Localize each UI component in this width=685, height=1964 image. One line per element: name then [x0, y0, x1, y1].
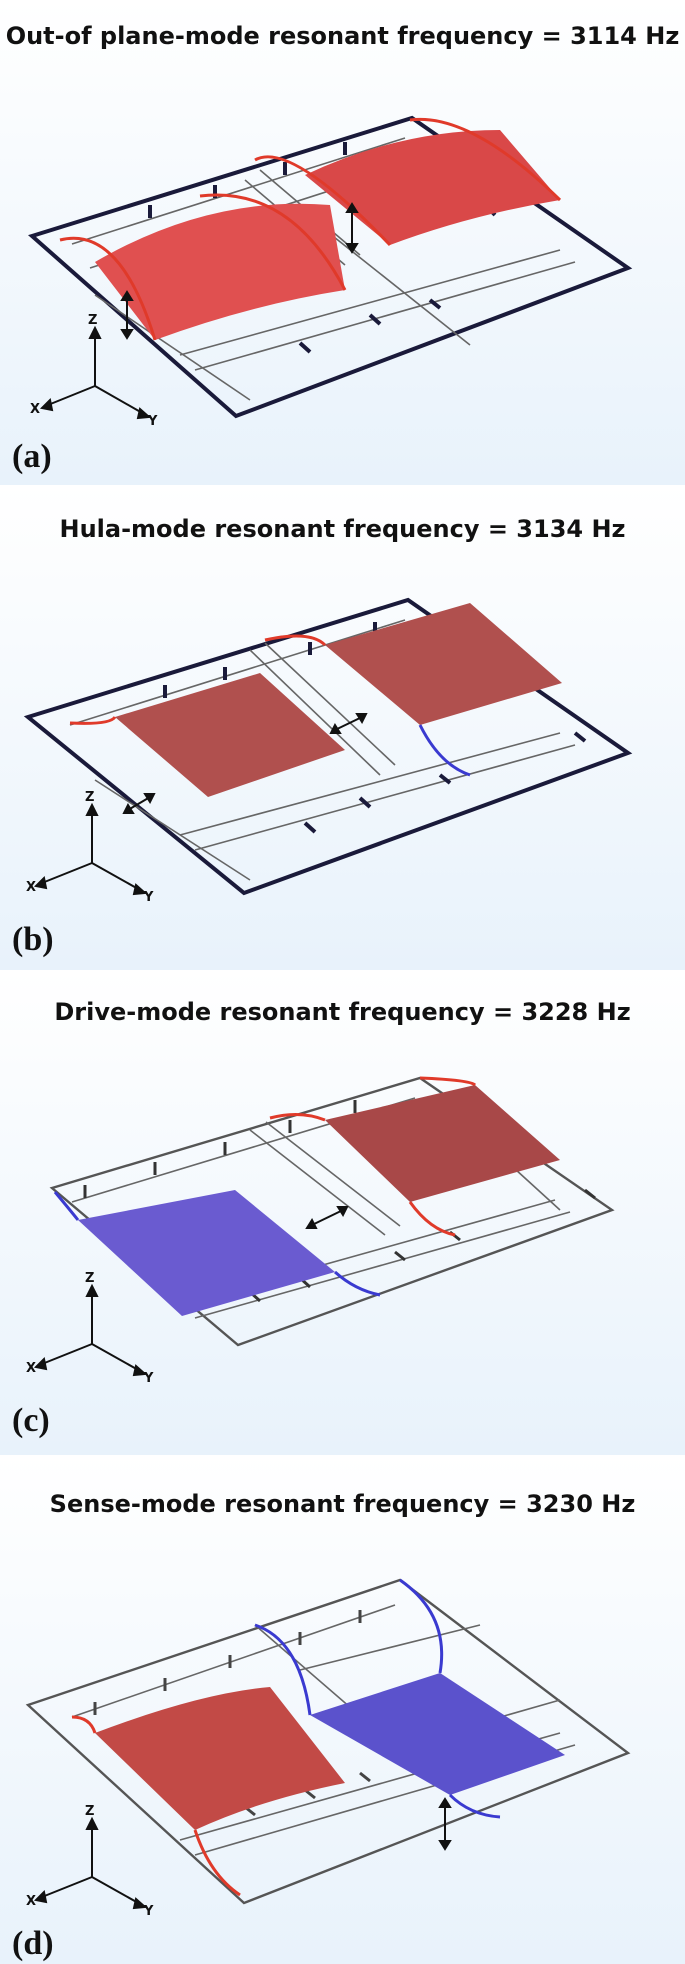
axis-y-label: Y	[143, 890, 154, 905]
right-spring-2	[418, 724, 471, 777]
left-mass-surface	[115, 673, 345, 797]
device-frame	[28, 115, 633, 419]
panel-title: Sense-mode resonant frequency = 3230 Hz	[49, 1490, 636, 1518]
panel-letter: (b)	[12, 921, 54, 958]
panel-letter: (d)	[12, 1925, 54, 1962]
right-spring	[254, 155, 392, 247]
right-spring	[264, 634, 327, 647]
panel-c: Drive-mode resonant frequency = 3228 Hz	[0, 970, 685, 1455]
left-spring	[69, 715, 117, 725]
right-mass-surface	[310, 1673, 565, 1795]
left-proof-mass	[69, 673, 345, 797]
right-mass-surface	[325, 1085, 560, 1202]
left-spring	[59, 236, 157, 341]
panel-background	[0, 485, 685, 970]
axis-x-label: X	[26, 880, 36, 895]
right-spring-3	[448, 1793, 501, 1819]
mems-gyroscope-diagram: Z X Y	[23, 597, 633, 905]
axis-triad	[33, 1283, 148, 1377]
axis-z-label: Z	[85, 1271, 94, 1286]
panel-title: Out-of plane-mode resonant frequency = 3…	[5, 22, 680, 50]
panel-title: Hula-mode resonant frequency = 3134 Hz	[59, 515, 626, 543]
motion-arrows	[305, 1206, 349, 1229]
axis-y-label: Y	[143, 1904, 154, 1919]
axis-x-label: X	[30, 402, 40, 417]
right-proof-mass	[254, 1578, 565, 1819]
axis-x-label: X	[26, 1361, 36, 1376]
inner-frame-lines	[69, 619, 576, 881]
axis-y-label: Y	[143, 1371, 154, 1386]
left-spring-2	[199, 193, 347, 291]
right-spring-2	[409, 117, 562, 202]
left-spring-2	[193, 1829, 241, 1897]
left-mass-surface	[95, 203, 345, 340]
axis-z-label: Z	[85, 1804, 94, 1819]
panel-b: Hula-mode resonant frequency = 3134 Hz	[0, 485, 685, 970]
anchor-ticks	[148, 142, 497, 354]
axis-x-label: X	[26, 1894, 36, 1909]
motion-arrows	[122, 713, 368, 814]
right-spring	[269, 1113, 326, 1122]
axis-z-label: Z	[85, 790, 94, 805]
left-mass-surface	[95, 1687, 345, 1830]
device-frame	[25, 1578, 631, 1905]
panel-letter: (a)	[12, 438, 52, 475]
left-spring	[71, 1715, 97, 1734]
right-mass-surface	[325, 603, 562, 725]
right-proof-mass	[264, 603, 562, 777]
mems-gyroscope-diagram: Z X Y	[25, 1578, 631, 1919]
mems-gyroscope-diagram: Z X Y	[26, 1076, 615, 1386]
panel-a: Out-of plane-mode resonant frequency = 3…	[0, 0, 685, 485]
device-frame	[23, 597, 633, 896]
axis-z-label: Z	[88, 313, 97, 328]
motion-arrows	[438, 1797, 452, 1851]
axis-triad	[33, 1816, 148, 1910]
left-spring	[53, 1191, 80, 1221]
right-proof-mass	[269, 1076, 560, 1237]
axis-y-label: Y	[147, 414, 158, 429]
left-proof-mass	[59, 193, 347, 341]
right-spring-3	[408, 1201, 456, 1237]
panel-background	[0, 0, 685, 485]
panel-title: Drive-mode resonant frequency = 3228 Hz	[54, 998, 631, 1026]
panel-d: Sense-mode resonant frequency = 3230 Hz	[0, 1455, 685, 1964]
panel-letter: (c)	[12, 1402, 50, 1439]
left-proof-mass	[53, 1190, 381, 1316]
right-spring	[254, 1623, 312, 1716]
left-mass-surface	[78, 1190, 335, 1316]
motion-arrows	[120, 202, 359, 340]
left-proof-mass	[71, 1687, 345, 1897]
right-spring-2	[399, 1578, 444, 1674]
axis-triad	[33, 802, 148, 896]
mems-gyroscope-diagram: Z X Y	[28, 115, 633, 429]
right-spring-2	[419, 1076, 477, 1087]
axis-triad	[39, 325, 152, 420]
left-spring-2	[333, 1270, 381, 1297]
right-proof-mass	[254, 117, 562, 247]
right-mass-surface	[305, 130, 560, 245]
